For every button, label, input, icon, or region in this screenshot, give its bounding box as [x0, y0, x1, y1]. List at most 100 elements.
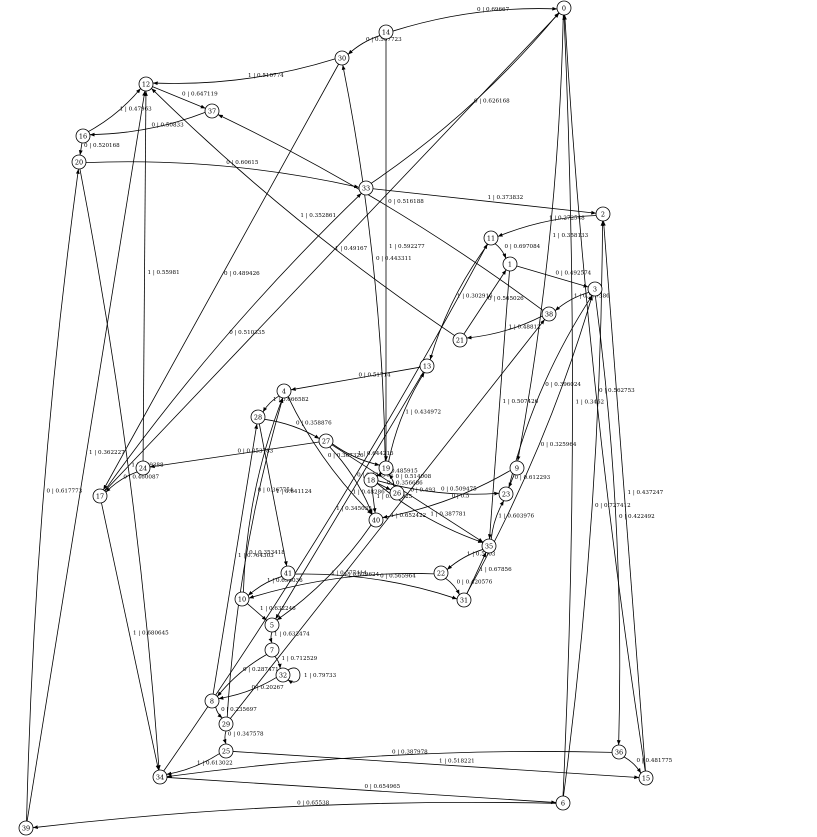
node-circle	[419, 358, 435, 374]
edge-line	[516, 14, 564, 462]
edge-line	[105, 471, 138, 493]
edge-21-to-1: 0 | 0.565026	[463, 269, 524, 335]
edge-line	[287, 667, 301, 685]
edge-line	[490, 500, 505, 540]
node-circle	[234, 591, 250, 607]
node-label: 24	[139, 464, 147, 472]
edge-6-to-39: 0 | 0.65538	[32, 801, 557, 830]
node-label: 16	[79, 132, 87, 140]
node-circle	[135, 460, 151, 476]
node-12: 12	[138, 76, 154, 92]
node-circle	[275, 667, 291, 683]
edge-35-to-23: 1 | 0.603976	[490, 500, 535, 540]
node-circle	[541, 306, 557, 322]
edge-4-to-28: 1 | 0.666582	[262, 395, 309, 413]
edge-label: 1 | 0.518221	[439, 759, 475, 765]
edge-7-to-32: 1 | 0.712529	[274, 656, 318, 669]
edge-label: 0 | 0.516188	[388, 199, 424, 205]
node-6: 6	[555, 795, 571, 811]
node-33: 33	[358, 180, 374, 196]
edge-label: 0 | 0.325964	[541, 442, 577, 448]
node-7: 7	[264, 642, 280, 658]
edge-13-to-5: 1 | 0.48286	[275, 371, 424, 620]
node-label: 30	[338, 54, 346, 62]
node-label: 11	[487, 234, 495, 242]
node-label: 25	[222, 747, 230, 755]
edge-line	[85, 161, 360, 189]
edge-20-to-33: 0 | 0.60615	[85, 160, 360, 189]
edge-label: 1 | 0.510774	[248, 73, 284, 79]
edge-label: 0 | 0.489426	[224, 271, 260, 277]
node-36: 36	[611, 744, 627, 760]
edge-label: 0 | 0.60615	[226, 160, 259, 166]
edge-label: 1 | 0.644215	[358, 451, 394, 457]
edge-line	[594, 295, 621, 746]
edge-line	[89, 111, 206, 137]
edge-label: 0 | 0.347578	[228, 732, 264, 738]
edge-12-to-37: 0 | 0.647119	[152, 86, 218, 109]
node-24: 24	[135, 460, 151, 476]
edge-6-to-2: 0 | 0.727412	[563, 220, 631, 797]
edge-31-to-35: 1 | 0.67856	[466, 552, 512, 594]
edge-line	[79, 168, 161, 771]
node-9: 9	[509, 460, 525, 476]
node-label: 20	[75, 158, 83, 166]
node-label: 34	[156, 773, 164, 781]
edge-line	[142, 90, 148, 462]
node-circle	[358, 180, 374, 196]
edge-38-to-21: 1 | 0.48812	[466, 315, 543, 340]
node-circle	[638, 770, 654, 786]
edge-17-to-33: 0 | 0.510335	[104, 193, 362, 491]
edge-label: 0 | 0.367754	[258, 487, 294, 493]
edge-38-to-37: 0 | 0.516188	[217, 114, 544, 311]
edge-27-to-19: 1 | 0.644215	[332, 443, 394, 466]
edge-22-to-10: 1 | 0.579624	[248, 572, 435, 599]
node-circle	[71, 154, 87, 170]
edge-33-to-2: 1 | 0.373832	[372, 188, 597, 215]
node-label: 40	[372, 516, 380, 524]
edge-line	[248, 573, 435, 599]
edge-1-to-35: 1 | 0.507426	[487, 270, 539, 540]
edge-24-to-17: 0 | 0.460087	[105, 471, 160, 493]
edge-line	[264, 418, 320, 440]
edge-line	[163, 243, 488, 772]
node-label: 8	[210, 697, 214, 705]
edge-line	[372, 188, 597, 215]
edge-line	[388, 474, 395, 487]
edge-36-to-15: 0 | 0.481775	[623, 756, 673, 774]
edge-label: 0 | 0.443311	[376, 256, 412, 262]
edge-line	[466, 315, 543, 340]
edge-label: 1 | 0.696036	[267, 578, 303, 584]
edge-label: 0 | 0.565026	[488, 296, 524, 302]
node-2: 2	[595, 206, 611, 222]
node-label: 22	[437, 569, 445, 577]
edge-28-to-27: 0 | 0.358876	[264, 418, 332, 440]
node-circle	[204, 693, 220, 709]
node-28: 28	[250, 409, 266, 425]
edge-25-to-34: 1 | 0.613022	[166, 753, 233, 776]
node-label: 26	[393, 489, 401, 497]
node-41: 41	[280, 565, 296, 581]
edge-label: 0 | 0.493	[411, 488, 436, 494]
edge-14-to-30: 0 | 0.507723	[347, 35, 402, 55]
node-13: 13	[419, 358, 435, 374]
edge-label: 0 | 0.396024	[545, 382, 581, 388]
edge-label: 1 | 0.272548	[549, 216, 585, 222]
edge-28-to-41: 1 | 0.641124	[258, 423, 312, 567]
edge-label: 1 | 0.632246	[260, 606, 296, 612]
node-label: 33	[362, 184, 370, 192]
node-circle	[611, 744, 627, 760]
edge-line	[230, 319, 545, 719]
edge-line	[166, 777, 557, 805]
node-circle	[334, 50, 350, 66]
node-label: 0	[562, 4, 566, 12]
node-label: 37	[208, 107, 216, 115]
node-17: 17	[92, 488, 108, 504]
edge-label: 0 | 0.562753	[599, 388, 635, 394]
edge-39-to-20: 0 | 0.617773	[26, 168, 83, 822]
edge-label: 0 | 0.235697	[221, 707, 257, 713]
edge-1-to-3: 0 | 0.492574	[516, 265, 592, 288]
node-label: 39	[22, 824, 30, 832]
edge-label: 1 | 0.373832	[488, 195, 524, 201]
